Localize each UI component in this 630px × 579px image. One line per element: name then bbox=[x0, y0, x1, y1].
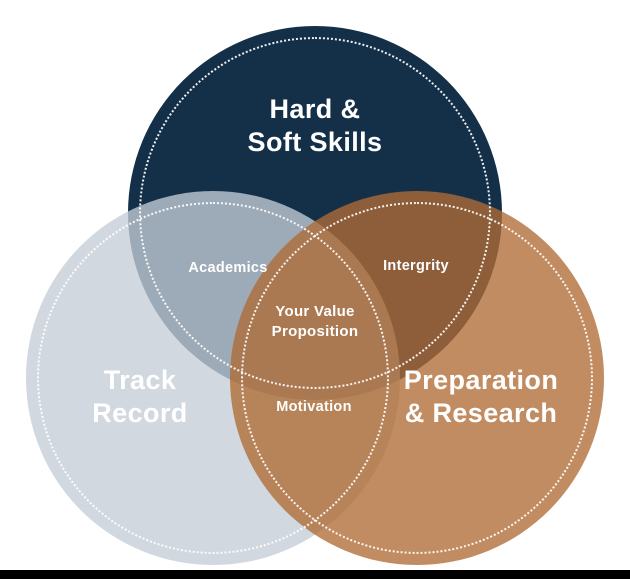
dotted-ring-preparation-research bbox=[241, 202, 593, 554]
label-preparation-research: Preparation & Research bbox=[404, 364, 558, 430]
label-overlap-center: Your Value Proposition bbox=[272, 302, 359, 343]
label-overlap-intergrity: Intergrity bbox=[383, 258, 449, 274]
label-hard-soft-skills-line1: Hard & bbox=[269, 94, 361, 125]
label-preparation-research-line1: Preparation bbox=[403, 365, 559, 396]
footer-bar bbox=[0, 570, 630, 579]
label-hard-soft-skills: Hard & Soft Skills bbox=[248, 93, 383, 159]
label-track-record-line2: Record bbox=[92, 398, 188, 428]
label-overlap-center-line1: Your Value bbox=[275, 302, 355, 320]
label-track-record-line1: Track bbox=[103, 365, 177, 396]
label-hard-soft-skills-line2: Soft Skills bbox=[247, 127, 383, 157]
label-overlap-center-line2: Proposition bbox=[271, 323, 359, 340]
label-track-record: Track Record bbox=[92, 364, 187, 430]
label-overlap-motivation: Motivation bbox=[276, 399, 352, 415]
label-preparation-research-line2: & Research bbox=[404, 398, 558, 428]
label-overlap-academics: Academics bbox=[188, 260, 268, 276]
